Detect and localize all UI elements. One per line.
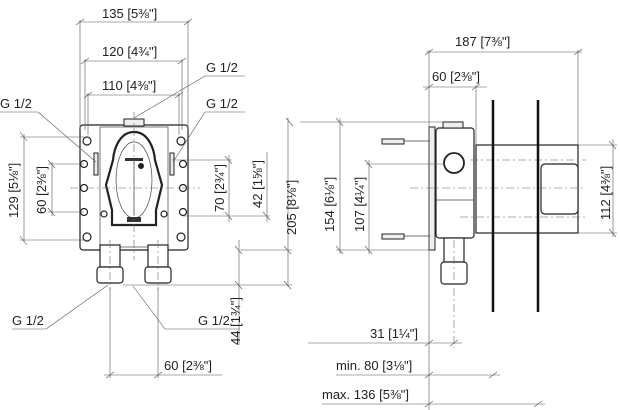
thread-callouts: G 1/2 G 1/2 G 1/2 G 1/2 G 1/2 (0, 60, 245, 330)
dim-135: 135 [5⅜"] (75, 6, 193, 130)
dim-70: 70 [2¾"] (172, 155, 233, 222)
dim-205: 205 [8⅛"] (123, 118, 299, 290)
dim-label: 187 [7⅜"] (455, 34, 510, 49)
dim-154: 154 [6⅛"] (285, 117, 443, 255)
thread-label-top-center: G 1/2 (206, 60, 238, 75)
dim-label: min. 80 [3⅛"] (336, 358, 412, 373)
dim-120: 120 [4¾"] (80, 44, 187, 130)
dim-label: 129 [5⅛"] (6, 163, 21, 218)
dim-label: 120 [4¾"] (102, 44, 157, 59)
screw-holes (79, 136, 188, 242)
dim-min-80: min. 80 [3⅛"] (336, 358, 500, 379)
dim-42: 42 [1⅝"] (232, 152, 271, 222)
dim-label: 110 [4⅜"] (102, 78, 156, 93)
dim-label: 60 [2⅜"] (432, 69, 480, 84)
thread-label-top-left: G 1/2 (0, 96, 32, 111)
dim-31: 31 [1¼"] (308, 326, 462, 347)
bottom-outlets (96, 240, 172, 290)
dim-label: max. 136 [5⅜"] (322, 387, 409, 402)
side-view: 187 [7⅜"] 60 [2⅜"] 154 [6⅛"] 107 [4¼"] 1… (285, 34, 617, 410)
side-body (435, 127, 475, 239)
dim-187: 187 [7⅜"] (424, 34, 583, 410)
thread-label-bottom-right: G 1/2 (198, 313, 230, 328)
dim-label: 135 [5⅜"] (102, 6, 157, 21)
dim-label: 70 [2¾"] (212, 164, 227, 212)
dim-112: 112 [4⅜"] (578, 139, 617, 238)
dim-label: 31 [1¼"] (370, 326, 418, 341)
dim-label: 112 [4⅜"] (598, 166, 613, 220)
thread-label-bottom-left: G 1/2 (12, 313, 44, 328)
dim-label: 107 [4¼"] (352, 177, 367, 232)
dim-label: 205 [8⅛"] (284, 180, 299, 235)
dim-label: 60 [2⅜"] (164, 358, 212, 373)
front-view: 135 [5⅜"] 120 [4¾"] 110 [4⅜"] 129 [5⅛"] … (0, 6, 299, 379)
dim-60-horizontal: 60 [2⅜"] (104, 287, 222, 379)
dim-110: 110 [4⅜"] (83, 78, 184, 135)
dim-max-136: max. 136 [5⅜"] (322, 387, 545, 408)
thread-label-top-right: G 1/2 (206, 96, 238, 111)
dim-60-vertical: 60 [2⅜"] (34, 159, 84, 217)
dim-label: 44 [1¾"] (228, 297, 243, 345)
dim-label: 154 [6⅛"] (322, 177, 337, 232)
dim-60-depth: 60 [2⅜"] (423, 69, 487, 145)
side-port (443, 152, 465, 174)
dim-44: 44 [1¾"] (228, 240, 243, 345)
dim-label: 60 [2⅜"] (34, 166, 49, 214)
side-plate (428, 126, 436, 251)
dim-129: 129 [5⅛"] (6, 131, 84, 246)
dim-label: 42 [1⅝"] (250, 160, 265, 208)
dim-107: 107 [4¼"] (352, 159, 444, 255)
